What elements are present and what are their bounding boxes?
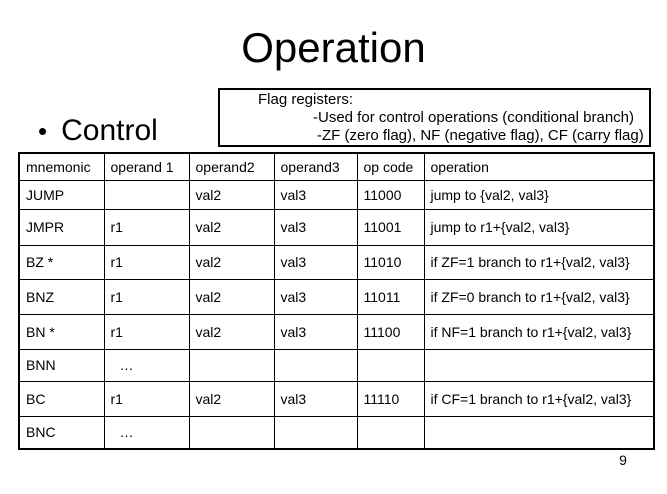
table-cell: if CF=1 branch to r1+{val2, val3}	[423, 380, 655, 417]
column-header: op code	[356, 152, 425, 181]
table-cell: 11010	[356, 244, 425, 280]
table-cell: BN *	[18, 313, 105, 350]
operations-table: mnemonic operand 1 operand2 operand3 op …	[18, 152, 655, 450]
table-cell: r1	[103, 208, 190, 246]
table-cell: BNZ	[18, 278, 105, 315]
table-cell: val2	[188, 179, 275, 210]
table-cell: BNN	[18, 348, 105, 382]
bullet-label: Control	[61, 114, 158, 147]
table-cell: …	[103, 415, 190, 450]
table-cell	[356, 348, 425, 382]
table-cell: BC	[18, 380, 105, 417]
flag-callout-line: -Used for control operations (conditiona…	[313, 109, 634, 126]
table-cell	[423, 415, 655, 450]
table-cell: val2	[188, 278, 275, 315]
table-cell: val2	[188, 208, 275, 246]
table-cell: val3	[273, 380, 358, 417]
table-cell: if ZF=1 branch to r1+{val2, val3}	[423, 244, 655, 280]
table-cell: if ZF=0 branch to r1+{val2, val3}	[423, 278, 655, 315]
table-cell: BZ *	[18, 244, 105, 280]
table-cell: jump to {val2, val3}	[423, 179, 655, 210]
table-cell: jump to r1+{val2, val3}	[423, 208, 655, 246]
table-cell: JMPR	[18, 208, 105, 246]
table-cell: JUMP	[18, 179, 105, 210]
page-title: Operation	[241, 24, 426, 71]
table-row: BNC…	[18, 415, 655, 450]
table-cell	[356, 415, 425, 450]
table-cell: val2	[188, 313, 275, 350]
bullet-icon: •	[38, 116, 48, 146]
table-cell: r1	[103, 313, 190, 350]
column-header: operation	[423, 152, 655, 181]
table-cell: val2	[188, 244, 275, 280]
table-row: BNN…	[18, 348, 655, 382]
table-cell: 11100	[356, 313, 425, 350]
table-cell: val3	[273, 244, 358, 280]
table-cell	[273, 348, 358, 382]
column-header: mnemonic	[18, 152, 105, 181]
table-cell: 11011	[356, 278, 425, 315]
table-cell: 11001	[356, 208, 425, 246]
table-cell: BNC	[18, 415, 105, 450]
table-cell: val3	[273, 179, 358, 210]
table-header-row: mnemonic operand 1 operand2 operand3 op …	[18, 152, 655, 181]
table-cell: 11110	[356, 380, 425, 417]
flag-callout-line: Flag registers:	[258, 91, 354, 108]
table-cell	[423, 348, 655, 382]
table-cell: val2	[188, 380, 275, 417]
table-cell	[103, 179, 190, 210]
table-cell: r1	[103, 244, 190, 280]
table-cell	[188, 415, 275, 450]
table-cell: r1	[103, 278, 190, 315]
table-cell: val3	[273, 313, 358, 350]
flag-registers-callout: Flag registers: -Used for control operat…	[218, 88, 651, 147]
table-cell: 11000	[356, 179, 425, 210]
table-cell: val3	[273, 208, 358, 246]
table-cell: val3	[273, 278, 358, 315]
flag-callout-line: -ZF (zero flag), NF (negative flag), CF …	[317, 127, 644, 144]
table-cell: …	[103, 348, 190, 382]
column-header: operand2	[188, 152, 275, 181]
table-cell: r1	[103, 380, 190, 417]
column-header: operand3	[273, 152, 358, 181]
control-bullet-item: • Control	[38, 114, 158, 148]
column-header: operand 1	[103, 152, 190, 181]
table-cell	[273, 415, 358, 450]
slide-page-number: 9	[619, 452, 627, 468]
table-cell: if NF=1 branch to r1+{val2, val3}	[423, 313, 655, 350]
table-cell	[188, 348, 275, 382]
